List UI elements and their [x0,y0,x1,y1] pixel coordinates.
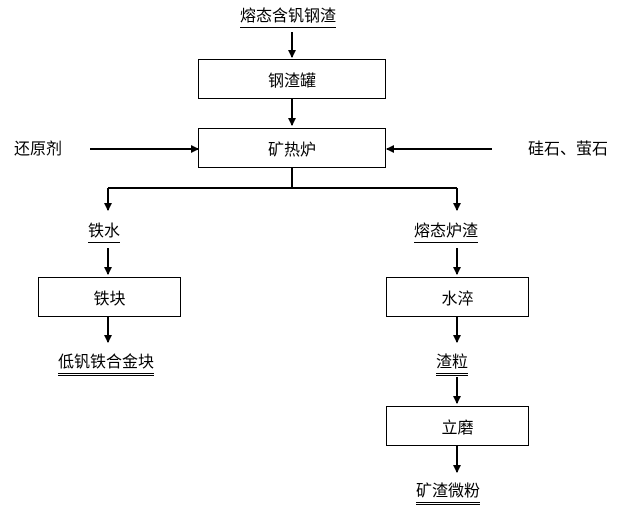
alloy-block-label: 低钒铁合金块 [58,352,155,376]
vertical-mill-label: 立磨 [441,418,474,437]
input-slag-label: 熔态含钒钢渣 [240,6,337,28]
slag-powder-label: 矿渣微粉 [416,481,481,505]
mineral-furnace-box: 矿热炉 [198,128,386,168]
iron-block-box: 铁块 [38,277,181,317]
mineral-furnace-label: 矿热炉 [267,140,316,159]
reducing-agent-label: 还原剂 [14,139,63,158]
slag-granules-label: 渣粒 [436,352,469,376]
molten-iron-label: 铁水 [88,221,121,243]
water-quench-box: 水淬 [386,277,529,317]
vertical-mill-box: 立磨 [386,406,529,446]
slag-ladle-label: 钢渣罐 [267,71,316,90]
silica-fluorite-label: 硅石、萤石 [528,139,609,158]
water-quench-label: 水淬 [441,289,474,308]
molten-furnace-slag-label: 熔态炉渣 [414,221,479,243]
slag-ladle-box: 钢渣罐 [198,59,386,99]
iron-block-label: 铁块 [93,289,126,308]
